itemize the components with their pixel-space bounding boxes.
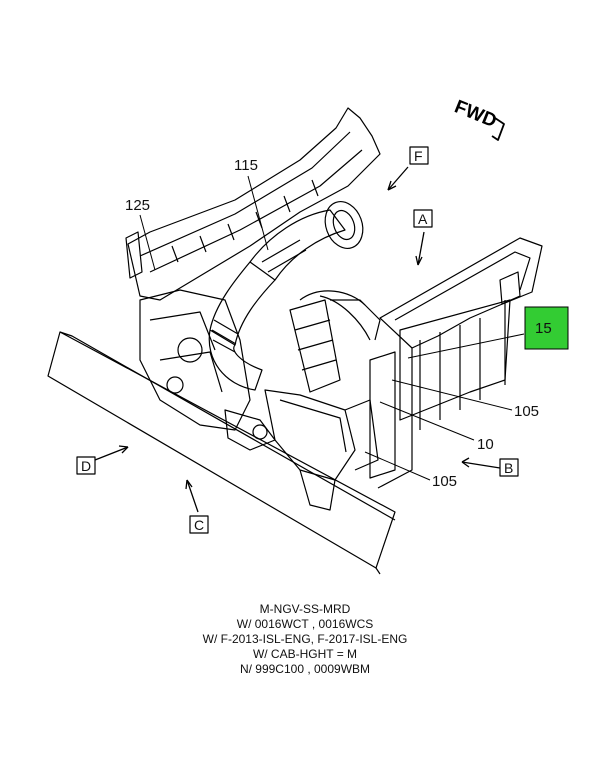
applicability-notes: M-NGV-SS-MRD W/ 0016WCT , 0016WCS W/ F-2… xyxy=(0,602,610,677)
charge-air-pipe xyxy=(208,201,364,391)
callout-105-lower[interactable]: 105 xyxy=(432,473,457,490)
view-label-c: C xyxy=(194,517,204,533)
bumper-panel xyxy=(47,331,396,575)
view-arrows xyxy=(94,166,501,513)
fan-shroud xyxy=(264,389,379,511)
coolant-tank xyxy=(289,290,381,393)
callout-115[interactable]: 115 xyxy=(234,157,258,174)
leader-lines xyxy=(139,175,525,481)
callout-125[interactable]: 125 xyxy=(125,197,150,214)
note-line: W/ F-2013-ISL-ENG, F-2017-ISL-ENG xyxy=(202,632,408,646)
view-box-c xyxy=(189,515,209,534)
view-label-b: B xyxy=(504,460,513,476)
fwd-label: FWD xyxy=(451,96,499,132)
view-box-d xyxy=(76,456,96,475)
view-box-a xyxy=(413,209,433,228)
view-label-d: D xyxy=(81,458,91,474)
callout-15[interactable]: 15 xyxy=(535,320,552,337)
view-box-f xyxy=(409,146,429,165)
view-label-a: A xyxy=(418,211,428,227)
callout-15-highlight[interactable] xyxy=(524,306,569,350)
radiator-frame xyxy=(369,237,543,489)
note-line: M-NGV-SS-MRD xyxy=(259,602,351,616)
note-line: N/ 999C100 , 0009WBM xyxy=(239,662,371,676)
view-box-b xyxy=(499,458,519,477)
forward-arrow-icon xyxy=(491,117,505,141)
engine-block xyxy=(139,289,276,451)
callout-10[interactable]: 10 xyxy=(477,436,494,453)
callout-105-upper[interactable]: 105 xyxy=(514,403,539,420)
cowl-structure xyxy=(125,107,381,301)
note-line: W/ 0016WCT , 0016WCS xyxy=(236,617,374,631)
note-line: W/ CAB-HGHT = M xyxy=(252,647,358,661)
view-label-f: F xyxy=(414,148,423,164)
